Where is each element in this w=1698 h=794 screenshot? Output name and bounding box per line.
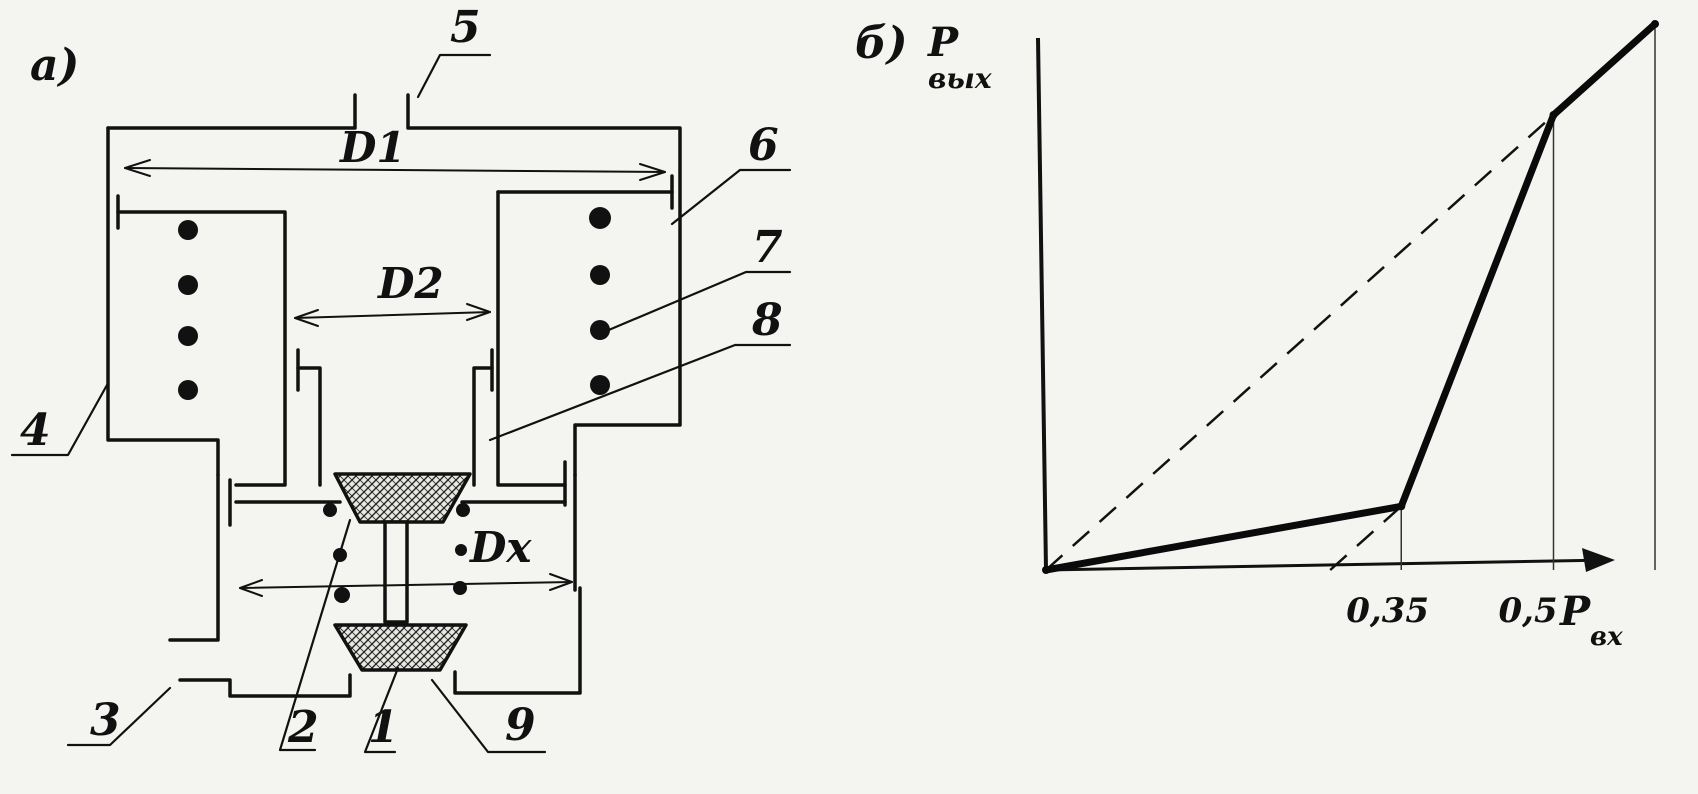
part-5: 5 — [450, 2, 481, 53]
guide-right — [472, 366, 494, 487]
dashed-series-2 — [1329, 505, 1403, 571]
panel-b-label: б) — [855, 18, 908, 69]
x-axis-subscript: вх — [1590, 622, 1623, 652]
part-4: 4 — [20, 405, 51, 456]
spring-left — [178, 220, 198, 400]
x-axis-arrow — [1582, 548, 1615, 572]
part-1: 1 — [368, 702, 399, 753]
series-point-2 — [1549, 111, 1558, 119]
part-9: 9 — [505, 700, 536, 751]
housing-outer — [106, 93, 682, 477]
dashed-series-1 — [1045, 114, 1555, 571]
y-axis-title: P — [927, 19, 960, 66]
lower-chamber-bottom-right — [453, 586, 582, 695]
guide-lines — [1400, 24, 1656, 570]
panel-a-label: а) — [30, 40, 79, 91]
solid-characteristic — [1042, 20, 1659, 574]
part-6: 6 — [748, 120, 779, 171]
piston-left — [116, 210, 287, 487]
characteristic-chart: б) P вых P вх 0,35 0,5 — [855, 18, 1659, 652]
lower-chamber-bottom-left — [178, 673, 352, 698]
y-axis — [1036, 37, 1048, 571]
housing-left-wall — [106, 126, 220, 477]
series-point-0 — [1042, 566, 1050, 574]
part-2: 2 — [287, 702, 319, 753]
solid-series — [1042, 20, 1659, 574]
valve-diagram: а) — [10, 2, 792, 754]
upper-valve-plug — [333, 472, 472, 524]
series-point-1 — [1397, 502, 1406, 511]
dim-d1-label: D1 — [339, 123, 406, 172]
series-point-3 — [1651, 20, 1659, 28]
x-tick-label-0: 0,35 — [1346, 591, 1429, 631]
dimension-lines — [124, 159, 666, 597]
guide-left — [296, 366, 322, 487]
x-axis — [1045, 558, 1611, 572]
part-8: 8 — [751, 295, 783, 346]
lower-chamber-left — [168, 473, 220, 642]
part-7: 7 — [752, 222, 783, 273]
valve-stem — [383, 520, 409, 624]
dim-dx-label: Dх — [469, 523, 532, 572]
x-tick-label-1: 0,5 — [1499, 591, 1558, 631]
piston-right-wall — [496, 190, 567, 487]
x-axis-title: P — [1559, 588, 1592, 635]
lower-valve-plug — [333, 623, 468, 672]
spring-right — [589, 207, 611, 395]
part-3: 3 — [90, 695, 121, 746]
dim-d2-label: D2 — [377, 259, 444, 308]
dashed-lines — [1045, 114, 1555, 571]
tick-labels: 0,35 0,5 — [1346, 591, 1557, 631]
part-numbers: 5 6 7 8 4 3 2 1 9 — [20, 2, 783, 753]
leader-lines — [10, 53, 792, 754]
y-axis-subscript: вых — [928, 62, 992, 95]
